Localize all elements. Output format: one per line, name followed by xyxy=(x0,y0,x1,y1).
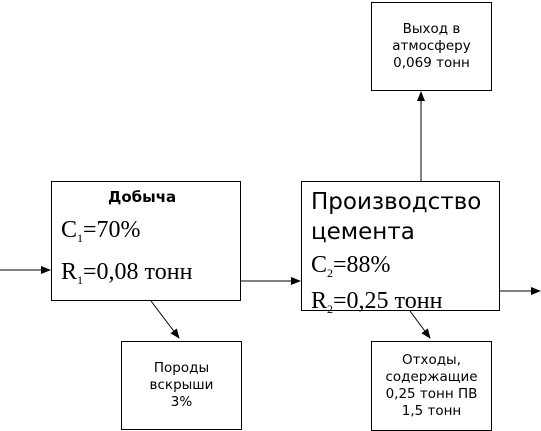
cement-c-value: =88% xyxy=(333,252,391,278)
cement-r-value: =0,25 тонн xyxy=(333,288,443,314)
overburden-line-2: вскрыши xyxy=(149,377,214,393)
cement-production-box: Производство цемента C2=88% R2=0,25 тонн xyxy=(301,181,500,316)
mining-loss: R1=0,08 тонн xyxy=(61,259,193,287)
cement-title-line-2: цемента xyxy=(311,219,415,245)
arrow-cement-to-waste xyxy=(409,310,431,339)
mining-concentration: C1=70% xyxy=(61,217,141,245)
mining-c-value: =70% xyxy=(83,217,141,243)
overburden-line-3: 3% xyxy=(170,394,193,410)
waste-line-4: 1,5 тонн xyxy=(401,403,462,419)
mining-r-subscript: 1 xyxy=(77,273,84,287)
mining-c-subscript: 1 xyxy=(77,231,84,245)
atmosphere-output-box: Выход в атмосферу 0,069 тонн xyxy=(371,2,492,91)
cement-title-line-1: Производство xyxy=(311,189,482,215)
cement-r-subscript: 2 xyxy=(327,302,334,316)
waste-box: Отходы, содержащие 0,25 тонн ПВ 1,5 тонн xyxy=(371,341,492,431)
mining-r-symbol: R xyxy=(61,259,78,285)
cement-c-symbol: C xyxy=(311,252,328,278)
waste-line-1: Отходы, xyxy=(401,352,462,368)
cement-concentration: C2=88% xyxy=(311,252,391,280)
mining-title: Добыча xyxy=(108,188,177,206)
overburden-box: Породы вскрыши 3% xyxy=(121,341,242,430)
waste-line-2: содержащие xyxy=(385,369,478,385)
arrow-mining-to-overburden xyxy=(150,300,180,339)
mining-c-symbol: C xyxy=(61,217,78,243)
cement-c-subscript: 2 xyxy=(327,266,334,280)
mining-box: Добыча C1=70% R1=0,08 тонн xyxy=(51,181,241,301)
mining-r-value: =0,08 тонн xyxy=(83,259,193,285)
cement-r-symbol: R xyxy=(311,288,328,314)
atmosphere-line-2: атмосферу xyxy=(392,38,471,54)
atmosphere-line-3: 0,069 тонн xyxy=(393,55,470,71)
waste-line-3: 0,25 тонн ПВ xyxy=(385,386,478,402)
overburden-line-1: Породы xyxy=(153,360,210,376)
atmosphere-line-1: Выход в xyxy=(402,21,461,37)
cement-loss: R2=0,25 тонн xyxy=(311,288,443,316)
